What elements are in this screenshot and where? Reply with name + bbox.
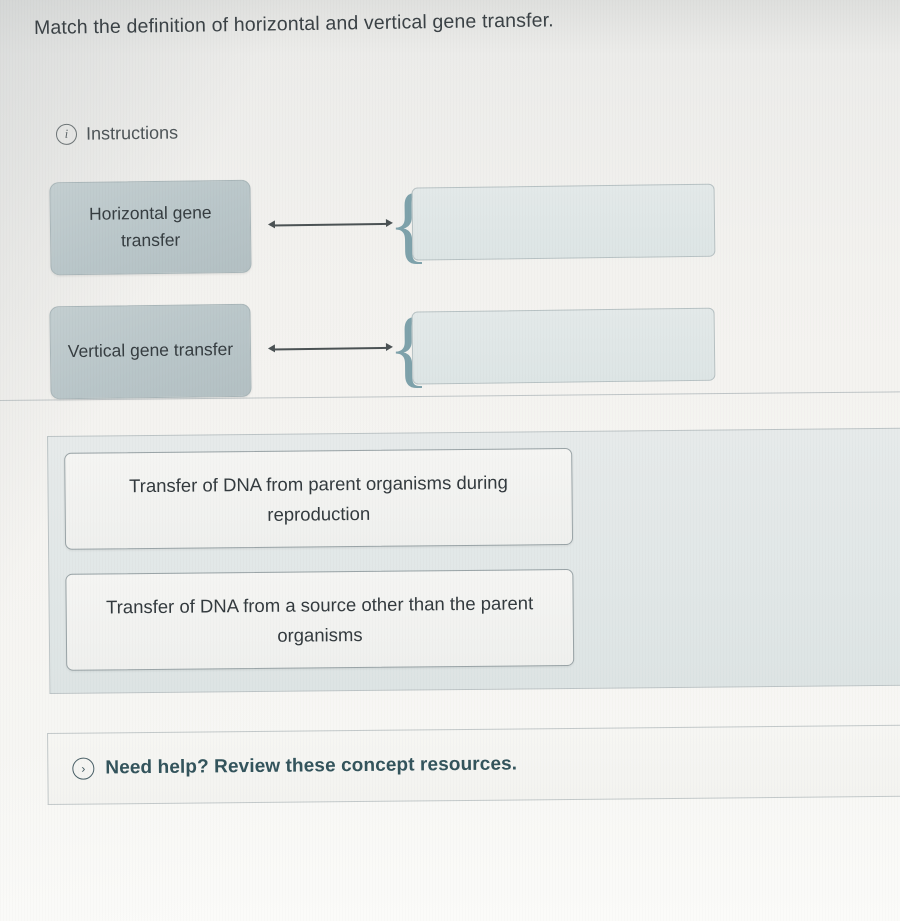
need-help-panel[interactable]: › Need help? Review these concept resour… (47, 724, 900, 805)
match-row: Vertical gene transfer { (0, 291, 900, 403)
answer-option[interactable]: Transfer of DNA from a source other than… (65, 568, 575, 671)
info-circle-icon: i (55, 123, 78, 145)
matching-area: Horizontal gene transfer { Vertical gene… (0, 175, 900, 405)
instructions-label: Instructions (85, 122, 179, 144)
chevron-right-circle-icon: › (72, 757, 95, 780)
term-box-vertical[interactable]: Vertical gene transfer (49, 303, 252, 399)
term-box-horizontal[interactable]: Horizontal gene transfer (49, 179, 252, 275)
instructions-link[interactable]: i Instructions (55, 122, 179, 145)
drop-zone-horizontal[interactable] (411, 183, 716, 261)
double-arrow-icon (267, 217, 394, 233)
need-help-label: Need help? Review these concept resource… (105, 753, 518, 779)
double-arrow-icon (267, 341, 394, 357)
answer-bank: Transfer of DNA from parent organisms du… (47, 427, 900, 694)
match-row: Horizontal gene transfer { (0, 167, 900, 279)
answer-option[interactable]: Transfer of DNA from parent organisms du… (64, 447, 574, 550)
drop-zone-vertical[interactable] (411, 307, 716, 385)
